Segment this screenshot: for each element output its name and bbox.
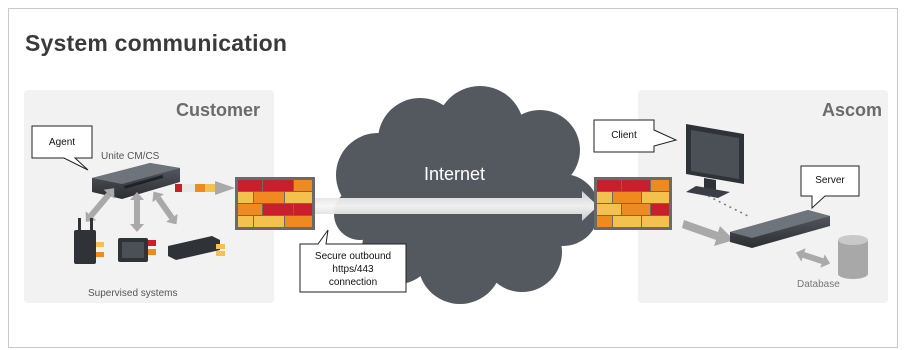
database-icon (838, 235, 868, 279)
connection-note-line1: Secure outbound (314, 251, 392, 262)
firewall-server-arrow (682, 220, 734, 246)
supervised-monitor (118, 238, 156, 262)
client-callout (593, 119, 678, 153)
agent-label: Agent (48, 137, 76, 148)
page-title: System communication (25, 30, 288, 56)
server-callout (800, 165, 860, 210)
connection-callout (299, 229, 407, 293)
customer-firewall (235, 177, 315, 230)
server-appliance (730, 210, 830, 248)
device-link-arrows (85, 188, 178, 232)
supervised-appliance (168, 236, 225, 260)
internet-label: Internet (424, 164, 486, 184)
connection-note: Secure outbound https/443 connection (300, 250, 406, 289)
agent-callout (31, 125, 93, 171)
client-label: Client (611, 130, 637, 141)
server-database-arrow (795, 248, 831, 268)
supervised-systems-label: Supervised systems (88, 288, 178, 299)
client-server-dotted (707, 195, 749, 217)
internet-cloud (334, 86, 599, 304)
data-packet-arrow (175, 181, 235, 195)
database-label: Database (797, 279, 840, 290)
unite-device-label: Unite CM/CS (101, 151, 160, 162)
connection-note-line3: connection (328, 277, 378, 288)
customer-title: Customer (176, 100, 261, 120)
client-monitor (686, 124, 744, 198)
connection-note-line2: https/443 (332, 264, 374, 275)
ascom-firewall (594, 177, 672, 230)
supervised-router (74, 218, 104, 264)
ascom-title: Ascom (822, 100, 883, 120)
secure-tunnel (300, 191, 598, 221)
server-label: Server (815, 175, 845, 186)
